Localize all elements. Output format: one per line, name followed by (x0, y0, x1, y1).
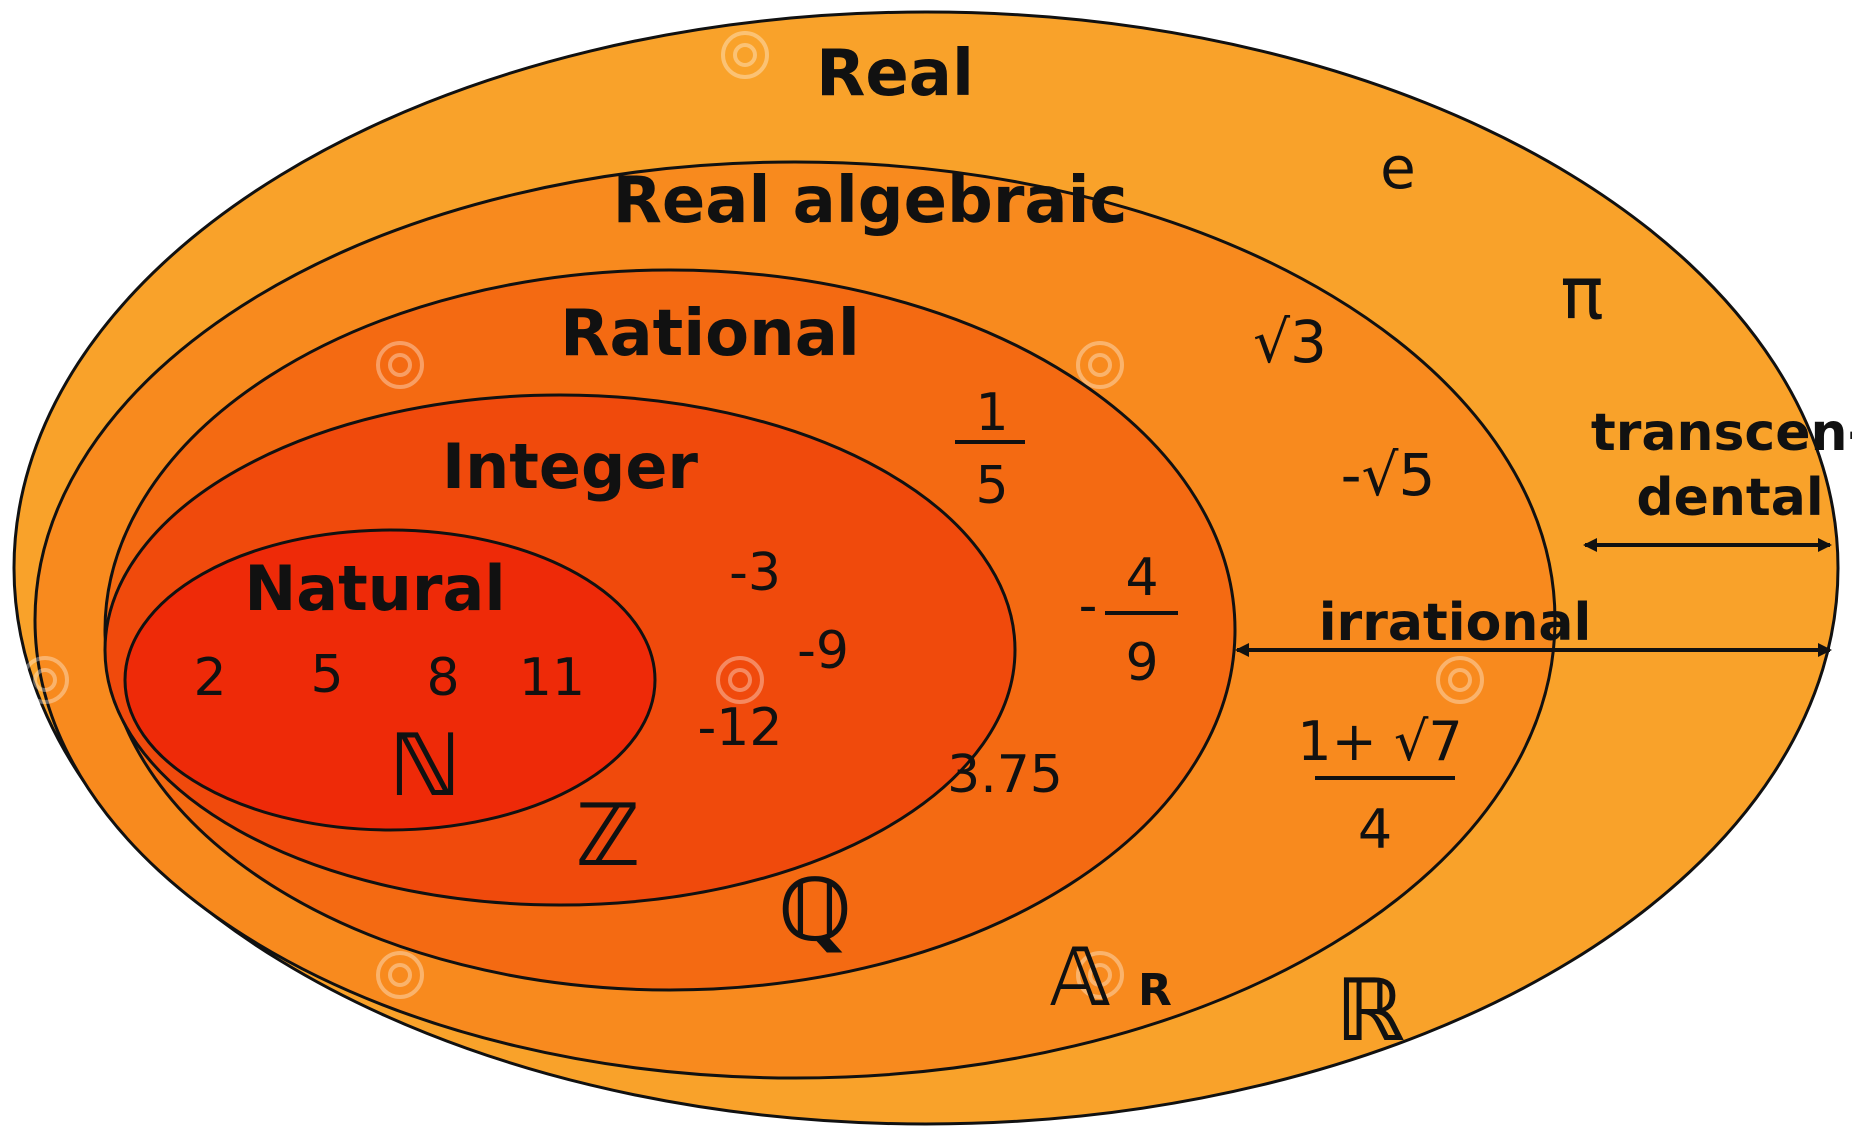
rational-fraction1-numerator: 1 (975, 383, 1008, 443)
rational-fraction2-numerator: 4 (1125, 548, 1158, 608)
real-symbol: ℝ (1336, 961, 1405, 1061)
algebraic-example-sqrt3: √3 (1253, 308, 1327, 376)
real-label: Real (816, 37, 974, 111)
transcendental-example-pi: π (1560, 251, 1603, 335)
rational-symbol: ℚ (778, 861, 851, 961)
integer-example-neg12: -12 (698, 698, 783, 758)
rational-example-decimal: 3.75 (947, 745, 1063, 805)
real-algebraic-symbol-subscript: R (1138, 965, 1172, 1016)
irrational-label: irrational (1319, 593, 1592, 653)
natural-label: Natural (244, 552, 505, 625)
rational-fraction2-denominator: 9 (1125, 633, 1158, 693)
rational-fraction2-sign: - (1079, 576, 1098, 636)
transcendental-label-line1: transcen- (1591, 403, 1852, 463)
natural-symbol: ℕ (389, 716, 461, 816)
integer-example-neg3: -3 (729, 543, 781, 603)
rational-label: Rational (560, 297, 860, 371)
algebraic-example-neg-sqrt5: -√5 (1341, 441, 1436, 509)
natural-set-region (123, 528, 657, 832)
natural-example-5: 5 (310, 645, 343, 705)
integer-label: Integer (442, 430, 698, 503)
natural-example-11: 11 (519, 648, 585, 708)
real-algebraic-label: Real algebraic (613, 164, 1128, 238)
watermark-swirls (21, 31, 1484, 999)
natural-example-2: 2 (193, 648, 226, 708)
algebraic-fraction-denominator: 4 (1358, 798, 1392, 861)
integer-symbol: ℤ (576, 786, 641, 886)
natural-example-8: 8 (426, 648, 459, 708)
integer-example-neg9: -9 (797, 621, 849, 681)
rational-fraction1-denominator: 5 (975, 456, 1008, 516)
transcendental-label-line2: dental (1636, 468, 1823, 528)
real-algebraic-symbol: 𝔸 (1050, 931, 1111, 1024)
algebraic-fraction-numerator: 1+ √7 (1297, 710, 1463, 773)
transcendental-example-e: e (1380, 134, 1416, 202)
